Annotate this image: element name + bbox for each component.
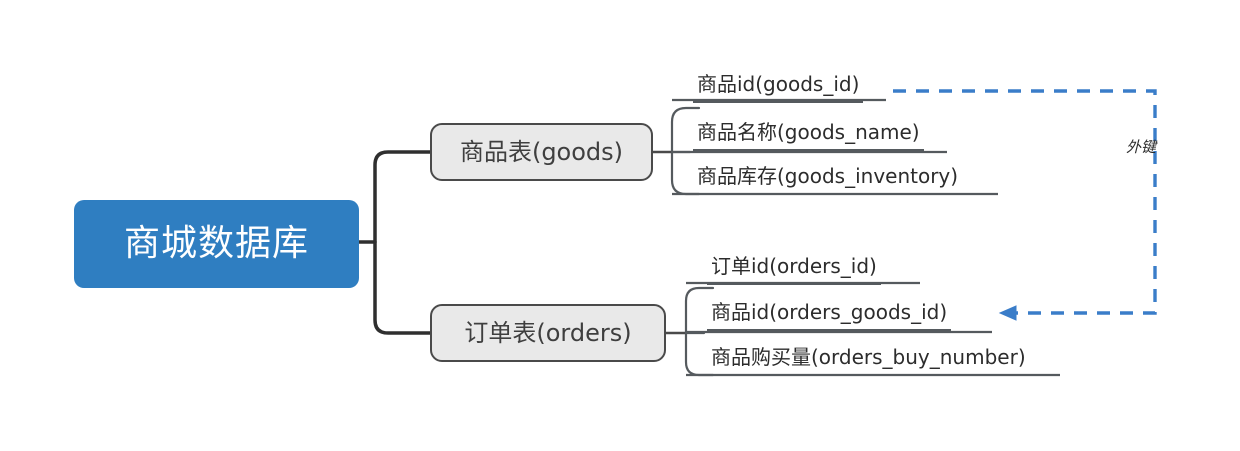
orders-field-connector-0 <box>684 286 715 335</box>
field-goods-inventory-label: 商品库存(goods_inventory) <box>697 164 959 188</box>
field-goods-name[interactable]: 商品名称(goods_name) <box>693 120 924 151</box>
root-branch-to-goods <box>373 150 432 244</box>
field-goods-inventory[interactable]: 商品库存(goods_inventory) <box>693 164 963 195</box>
field-goods-id[interactable]: 商品id(goods_id) <box>693 72 864 103</box>
table-node-orders[interactable]: 订单表(orders) <box>430 304 666 362</box>
table-node-orders-label: 订单表(orders) <box>464 319 632 347</box>
foreign-key-label: 外键 <box>1126 138 1157 156</box>
root-node[interactable]: 商城数据库 <box>74 200 359 288</box>
field-orders-id[interactable]: 订单id(orders_id) <box>707 254 881 285</box>
field-orders-buy-number[interactable]: 商品购买量(orders_buy_number) <box>707 345 1030 376</box>
field-goods-id-label: 商品id(goods_id) <box>697 72 860 96</box>
root-branch-to-orders <box>373 240 432 335</box>
field-orders-goods-id-label: 商品id(orders_goods_id) <box>711 300 948 324</box>
field-orders-goods-id[interactable]: 商品id(orders_goods_id) <box>707 300 952 331</box>
root-node-label: 商城数据库 <box>123 223 309 264</box>
field-orders-id-label: 订单id(orders_id) <box>711 254 877 278</box>
field-goods-name-label: 商品名称(goods_name) <box>697 120 920 144</box>
foreign-key-dashed-line <box>893 89 1157 315</box>
table-node-goods-label: 商品表(goods) <box>459 138 624 166</box>
table-node-goods[interactable]: 商品表(goods) <box>430 123 653 181</box>
foreign-key-arrowhead <box>998 305 1017 321</box>
field-orders-buy-number-label: 商品购买量(orders_buy_number) <box>711 345 1026 369</box>
goods-field-connector-0 <box>670 106 701 154</box>
